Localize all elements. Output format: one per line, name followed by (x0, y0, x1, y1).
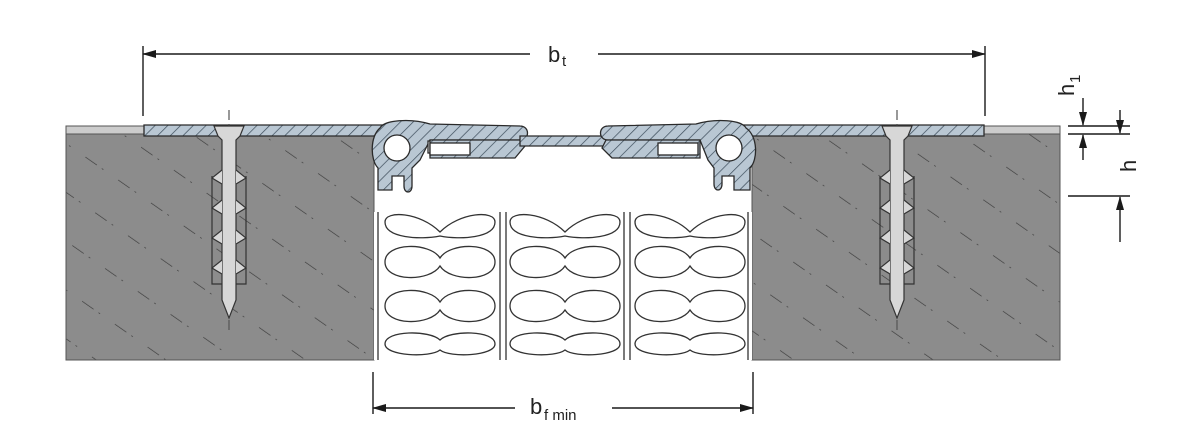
h1-label: h (1054, 84, 1079, 96)
anchor-left (210, 110, 248, 330)
bf-min-label-sub: f min (544, 407, 577, 424)
surface-strip-right (983, 125, 1061, 135)
dimension-bf-min (372, 372, 754, 414)
h1-label-group: h 1 (1054, 75, 1084, 96)
h1-label-sub: 1 (1067, 75, 1084, 83)
concrete-right (751, 133, 1061, 361)
bt-label: b (548, 42, 560, 67)
compression-filler (374, 212, 752, 360)
profile-left (143, 119, 529, 193)
surface-strip-left (65, 125, 145, 135)
anchor-right (878, 110, 916, 330)
concrete-left (65, 133, 375, 361)
flexible-insert (519, 135, 609, 147)
dimension-h (1068, 195, 1130, 242)
h-label: h (1116, 160, 1141, 172)
bf-min-label: b (530, 394, 542, 419)
bt-label-sub: t (562, 53, 567, 70)
h-label-group: h (1116, 160, 1141, 172)
dimension-bt (142, 46, 986, 116)
dimension-h1 (1068, 98, 1130, 160)
profile-right (599, 119, 985, 191)
